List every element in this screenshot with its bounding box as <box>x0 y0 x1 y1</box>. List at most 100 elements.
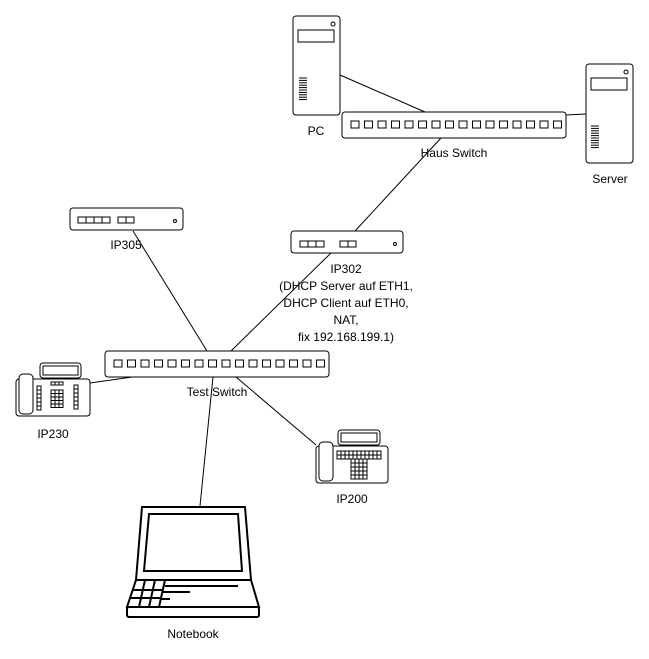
phone-key-icon <box>358 470 364 476</box>
switch-port-icon <box>167 359 177 368</box>
switch-port-icon <box>512 120 522 129</box>
phone-key-icon <box>358 462 364 468</box>
switch-port-icon <box>275 359 285 368</box>
phone-key-icon <box>58 389 64 394</box>
ip302-label-line: fix 192.168.199.1) <box>298 330 394 344</box>
phone-key-icon <box>350 470 356 476</box>
phone-key-icon <box>73 396 79 402</box>
phone-key-icon <box>50 393 56 398</box>
ip200-phone-icon[interactable] <box>315 429 389 484</box>
switch-port-icon <box>431 120 441 129</box>
ip302-label: IP302 (DHCP Server auf ETH1, DHCP Client… <box>279 262 413 344</box>
switch-port-icon <box>235 359 244 368</box>
switch-port-icon <box>364 120 373 129</box>
phone-key-icon <box>348 450 354 456</box>
switch-port-icon <box>208 359 217 368</box>
switch-port-icon <box>458 120 468 129</box>
phone-key-icon <box>344 450 350 456</box>
phone-key-icon <box>354 470 360 476</box>
link-haus-switch-ip302 <box>354 137 442 232</box>
phone-key-icon <box>54 396 60 401</box>
phone-key-icon <box>372 450 378 456</box>
haus-switch-label: Haus Switch <box>421 146 488 160</box>
ip302-router-icon[interactable] <box>290 230 404 254</box>
switch-port-icon <box>262 359 271 368</box>
link-pc-haus-switch <box>339 74 426 113</box>
phone-key-icon <box>368 454 374 460</box>
ip305-router-icon[interactable] <box>69 207 184 231</box>
phone-key-icon <box>354 474 360 480</box>
phone-key-icon <box>376 454 382 460</box>
phone-key-icon <box>54 403 60 408</box>
phone-key-icon <box>36 401 42 407</box>
phone-key-icon <box>50 396 56 401</box>
switch-port-icon <box>418 120 427 129</box>
ip302-label-line: NAT, <box>333 313 358 327</box>
phone-key-icon <box>36 385 42 391</box>
phone-key-icon <box>73 388 79 394</box>
phone-key-icon <box>364 454 370 460</box>
phone-key-icon <box>362 470 368 476</box>
switch-port-icon <box>485 120 495 129</box>
notebook-laptop-icon[interactable] <box>125 506 261 618</box>
phone-key-icon <box>344 454 350 460</box>
link-server-haus-switch <box>565 113 587 116</box>
switch-port-icon <box>127 359 136 368</box>
switch-port-icon <box>113 359 123 368</box>
switch-port-icon <box>140 359 150 368</box>
phone-key-icon <box>362 466 368 472</box>
phone-key-icon <box>340 450 346 456</box>
phone-key-icon <box>50 403 56 408</box>
phone-key-icon <box>54 381 60 386</box>
server-icon[interactable] <box>585 63 634 164</box>
switch-port-icon <box>499 120 508 129</box>
phone-key-icon <box>350 462 356 468</box>
phone-key-icon <box>360 454 366 460</box>
phone-key-icon <box>360 450 366 456</box>
test-switch-icon[interactable] <box>104 350 330 378</box>
phone-key-icon <box>54 393 60 398</box>
phone-key-icon <box>36 405 42 411</box>
ip200-label: IP200 <box>336 492 368 506</box>
switch-port-icon <box>377 120 387 129</box>
phone-key-icon <box>356 450 362 456</box>
ip230-phone-icon[interactable] <box>15 362 91 417</box>
phone-key-icon <box>358 474 364 480</box>
phone-key-icon <box>50 381 56 386</box>
switch-port-icon <box>391 120 400 129</box>
phone-key-icon <box>50 400 56 405</box>
phone-key-icon <box>362 458 368 464</box>
link-ip302-test-switch <box>230 251 333 352</box>
switch-port-icon <box>302 359 312 368</box>
phone-key-icon <box>36 397 42 403</box>
haus-switch-icon[interactable] <box>341 111 567 139</box>
phone-key-icon <box>340 454 346 460</box>
phone-key-icon <box>73 404 79 410</box>
phone-key-icon <box>364 450 370 456</box>
phone-key-icon <box>358 466 364 472</box>
switch-port-icon <box>553 120 562 129</box>
switch-port-icon <box>539 120 549 129</box>
phone-key-icon <box>73 392 79 398</box>
switch-port-icon <box>316 359 325 368</box>
phone-key-icon <box>36 389 42 395</box>
phone-key-icon <box>362 462 368 468</box>
pc-icon[interactable] <box>292 15 341 116</box>
phone-key-icon <box>372 454 378 460</box>
phone-key-icon <box>50 389 56 394</box>
phone-key-icon <box>36 393 42 399</box>
phone-key-icon <box>358 458 364 464</box>
phone-key-icon <box>352 450 358 456</box>
switch-port-icon <box>289 359 298 368</box>
phone-key-icon <box>356 454 362 460</box>
phone-key-icon <box>350 466 356 472</box>
ip305-label: IP305 <box>110 238 142 252</box>
switch-port-icon <box>154 359 163 368</box>
notebook-label: Notebook <box>167 627 219 641</box>
ip230-label: IP230 <box>37 427 69 441</box>
phone-key-icon <box>362 474 368 480</box>
phone-key-icon <box>58 396 64 401</box>
phone-key-icon <box>354 462 360 468</box>
switch-port-icon <box>404 120 414 129</box>
